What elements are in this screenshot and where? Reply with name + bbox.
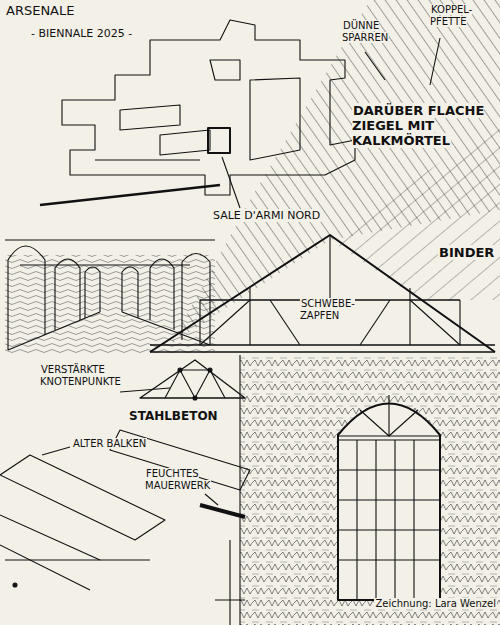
annotation: BINDER <box>438 246 495 261</box>
caption: Zeichnung: Lara Wenzel <box>374 598 497 610</box>
annotation: - BIENNALE 2025 - <box>30 28 133 41</box>
annotation: ALTER BALKEN <box>72 438 147 450</box>
annotation: KOPPEL- PFETTE <box>430 4 486 27</box>
annotation: DARÜBER FLACHE ZIEGEL MIT KALKMÖRTEL <box>352 104 492 149</box>
annotation: FEUCHTES MAUERWERK <box>145 468 235 491</box>
annotation: STAHLBETON <box>128 410 219 424</box>
annotation: SCHWEBE- ZAPFEN <box>300 298 364 321</box>
annotation: SALE D'ARMI NORD <box>212 210 321 223</box>
annotation: VERSTÄRKTE KNOTENPUNKTE <box>40 364 135 387</box>
title: ARSENALE <box>5 4 75 19</box>
annotation: DÜNNE SPARREN <box>342 20 412 43</box>
